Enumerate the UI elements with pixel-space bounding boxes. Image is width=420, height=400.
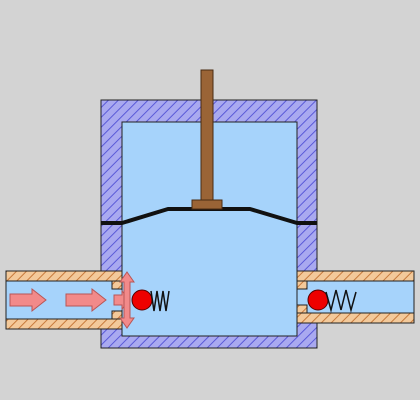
outlet-valve-seat-bottom bbox=[296, 304, 308, 314]
outlet-pipe-wall-bottom bbox=[296, 312, 415, 324]
inlet-pipe-wall-top bbox=[5, 270, 123, 282]
up-down-arrow-icon bbox=[119, 271, 135, 329]
outlet-pipe-wall-top bbox=[296, 270, 415, 282]
outlet-valve-seat-top bbox=[296, 280, 308, 290]
outlet-spring-icon bbox=[325, 289, 357, 313]
inlet-spring-icon bbox=[150, 290, 170, 312]
piston-rod bbox=[191, 69, 223, 210]
inlet-valve-seat-top bbox=[111, 280, 123, 290]
right-arrow-icon bbox=[9, 287, 47, 313]
inlet-valve-ball bbox=[131, 289, 153, 311]
inlet-valve-seat-bottom bbox=[111, 310, 123, 320]
rod-shaft bbox=[200, 69, 214, 201]
right-arrow-icon bbox=[65, 287, 107, 313]
inlet-flow-arrows bbox=[9, 287, 131, 313]
outlet-valve-ball bbox=[307, 289, 329, 311]
rod-plate bbox=[191, 199, 223, 210]
inlet-pipe-wall-bottom bbox=[5, 318, 123, 330]
